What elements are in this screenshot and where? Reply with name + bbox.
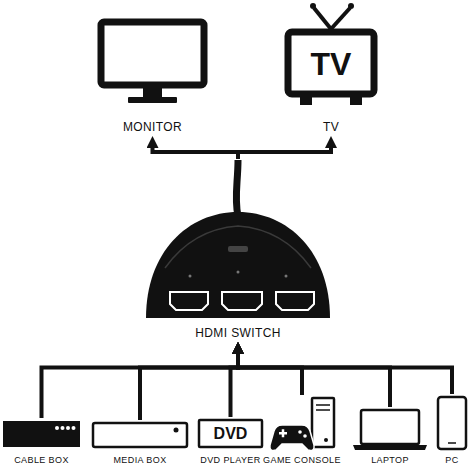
device-label: HDMI SWITCH [195, 326, 281, 340]
signal-arrow [140, 354, 238, 420]
console-slot [316, 404, 330, 406]
laptop-icon [353, 410, 427, 450]
switch-ridge [165, 226, 311, 268]
media-box-node: MEDIA BOX [92, 421, 188, 466]
monitor-neck [143, 88, 162, 98]
laptop-node: LAPTOP [352, 408, 428, 466]
tv-antenna-tip [348, 3, 354, 9]
tv-icon [288, 3, 374, 105]
device-label: CABLE BOX [14, 455, 69, 466]
device-label: GAME CONSOLE [263, 455, 341, 466]
game-console-icon [270, 398, 334, 450]
cable-box-light [66, 426, 70, 430]
gamepad-button [303, 434, 307, 438]
laptop-base [353, 445, 427, 450]
tv-foot [350, 96, 362, 105]
console-button [324, 438, 328, 442]
device-label: LAPTOP [371, 455, 409, 466]
hdmi-port [170, 292, 208, 310]
device-label: DVD PLAYER [200, 455, 260, 466]
cable-box-node: CABLE BOX [3, 419, 80, 466]
gamepad-button [298, 430, 302, 434]
monitor-base [128, 97, 177, 103]
select-button [228, 246, 248, 252]
dvd-player-icon [199, 420, 262, 447]
tv-antenna [314, 8, 331, 29]
pc-node: PC [436, 395, 468, 466]
dvd-player-body [199, 420, 262, 447]
monitor-icon [101, 22, 204, 103]
device-label: PC [445, 455, 458, 466]
tv-antenna [331, 8, 350, 29]
hdmi-switch-icon [146, 160, 330, 318]
media-box-light [174, 428, 179, 433]
device-label: MEDIA BOX [113, 455, 166, 466]
laptop-screen [361, 410, 419, 444]
switch-body [146, 212, 330, 318]
cable-box-light [72, 426, 76, 430]
pc-detail [448, 442, 456, 444]
console-slot [316, 409, 330, 411]
indicator-led [189, 275, 192, 278]
device-logo-text: DVD [214, 426, 248, 442]
hdmi-port [276, 292, 314, 310]
signal-arrow [238, 148, 331, 159]
pc-body [438, 397, 466, 449]
hdmi-switch-node: HDMI SWITCH [140, 160, 336, 340]
device-label: TV [323, 120, 339, 134]
device-logo-text: TV [311, 48, 352, 80]
cable-box-body [3, 421, 80, 447]
signal-arrow [238, 354, 390, 407]
hdmi-port [222, 292, 262, 310]
monitor-node: MONITOR [98, 18, 207, 134]
cable-box-light [61, 426, 65, 430]
tv-foot [300, 96, 312, 105]
signal-arrow [238, 354, 302, 395]
game-console-node: GAME CONSOLE [261, 396, 343, 466]
tv-antenna-tip [310, 3, 316, 9]
monitor-screen [101, 22, 204, 85]
dvd-player-node: DVD DVD PLAYER [198, 418, 263, 466]
signal-arrow [238, 354, 452, 394]
media-box-icon [93, 423, 187, 447]
console-tower [312, 398, 334, 447]
pc-icon [438, 397, 466, 449]
device-label: MONITOR [123, 120, 182, 134]
indicator-led [285, 275, 288, 278]
switch-cable [236, 160, 238, 216]
tv-screen [288, 32, 374, 94]
cable-box-light [55, 426, 59, 430]
cable-box-icon [3, 421, 80, 447]
gamepad-dpad [282, 429, 285, 437]
gamepad [270, 425, 314, 451]
indicator-led [237, 271, 240, 274]
tv-node: TV TV [283, 2, 379, 134]
signal-arrow [153, 148, 239, 159]
media-box-body [93, 423, 187, 447]
